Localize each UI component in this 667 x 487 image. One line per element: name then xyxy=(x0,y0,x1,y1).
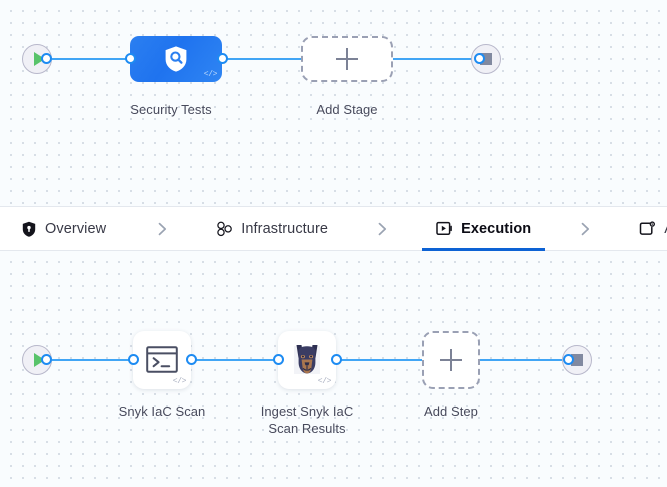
snyk-dog-icon xyxy=(294,345,320,374)
tab-execution[interactable]: Execution xyxy=(422,207,546,251)
code-badge: </> xyxy=(203,70,218,79)
step-canvas[interactable]: </> Snyk IaC Scan </> I xyxy=(0,251,667,487)
port-ingest-out[interactable] xyxy=(331,354,342,365)
plus-icon xyxy=(336,48,358,70)
shield-search-icon xyxy=(165,46,187,72)
add-step-label: Add Step xyxy=(424,404,478,419)
port-exec-end-in[interactable] xyxy=(563,354,574,365)
tab-infrastructure[interactable]: Infrastructure xyxy=(212,207,332,250)
wire-add-step-to-end xyxy=(480,359,565,361)
tab-separator-1 xyxy=(146,222,178,236)
stage-label-security-tests: Security Tests xyxy=(130,102,212,117)
port-end-in[interactable] xyxy=(474,53,485,64)
stage-node-security-tests[interactable]: </> xyxy=(130,36,222,82)
step-label-snyk-iac-scan: Snyk IaC Scan xyxy=(118,404,206,419)
play-box-icon xyxy=(436,220,453,237)
port-start-out[interactable] xyxy=(41,53,52,64)
pipeline-start-node[interactable] xyxy=(22,44,52,74)
step-node-snyk-iac-scan[interactable]: </> xyxy=(133,331,191,389)
port-snyk-scan-out[interactable] xyxy=(186,354,197,365)
play-icon xyxy=(33,52,45,66)
settings-card-icon xyxy=(639,220,656,237)
plus-icon xyxy=(440,349,462,371)
tab-overview-label: Overview xyxy=(45,220,107,237)
port-exec-start-out[interactable] xyxy=(41,354,52,365)
tab-advanced-label: Advanced xyxy=(664,221,667,237)
pipeline-section-tabs[interactable]: Overview Infrastructure xyxy=(0,206,667,251)
add-step-button[interactable] xyxy=(422,331,480,389)
cluster-icon xyxy=(216,220,233,237)
wire-start-to-security-tests xyxy=(46,58,138,60)
add-stage-label: Add Stage xyxy=(316,102,378,117)
port-ingest-in[interactable] xyxy=(273,354,284,365)
tab-infrastructure-label: Infrastructure xyxy=(241,220,329,237)
code-badge: </> xyxy=(317,377,332,386)
wire-snyk-scan-to-ingest xyxy=(190,359,280,361)
port-security-tests-out[interactable] xyxy=(217,53,228,64)
wire-start-to-snyk-scan xyxy=(46,359,134,361)
wire-ingest-to-add-step xyxy=(335,359,422,361)
play-icon xyxy=(33,353,45,367)
wire-add-stage-to-end xyxy=(386,58,480,60)
tab-advanced[interactable]: Advanced xyxy=(635,207,667,250)
add-stage-button[interactable] xyxy=(301,36,393,82)
tab-separator-3 xyxy=(569,222,601,236)
code-badge: </> xyxy=(172,377,187,386)
step-label-ingest-snyk-results: Ingest Snyk IaC Scan Results xyxy=(260,404,354,436)
tab-execution-label: Execution xyxy=(461,220,532,237)
shield-icon xyxy=(20,220,37,237)
port-snyk-scan-in[interactable] xyxy=(128,354,139,365)
tab-overview[interactable]: Overview xyxy=(16,207,110,250)
port-security-tests-in[interactable] xyxy=(125,53,136,64)
stop-icon xyxy=(571,354,583,366)
wire-security-tests-to-add-stage xyxy=(218,58,306,60)
terminal-icon xyxy=(146,346,178,373)
stage-canvas[interactable]: </> Security Tests Add Stage xyxy=(0,0,667,206)
step-node-ingest-snyk-results[interactable]: </> xyxy=(278,331,336,389)
tab-separator-2 xyxy=(366,222,398,236)
